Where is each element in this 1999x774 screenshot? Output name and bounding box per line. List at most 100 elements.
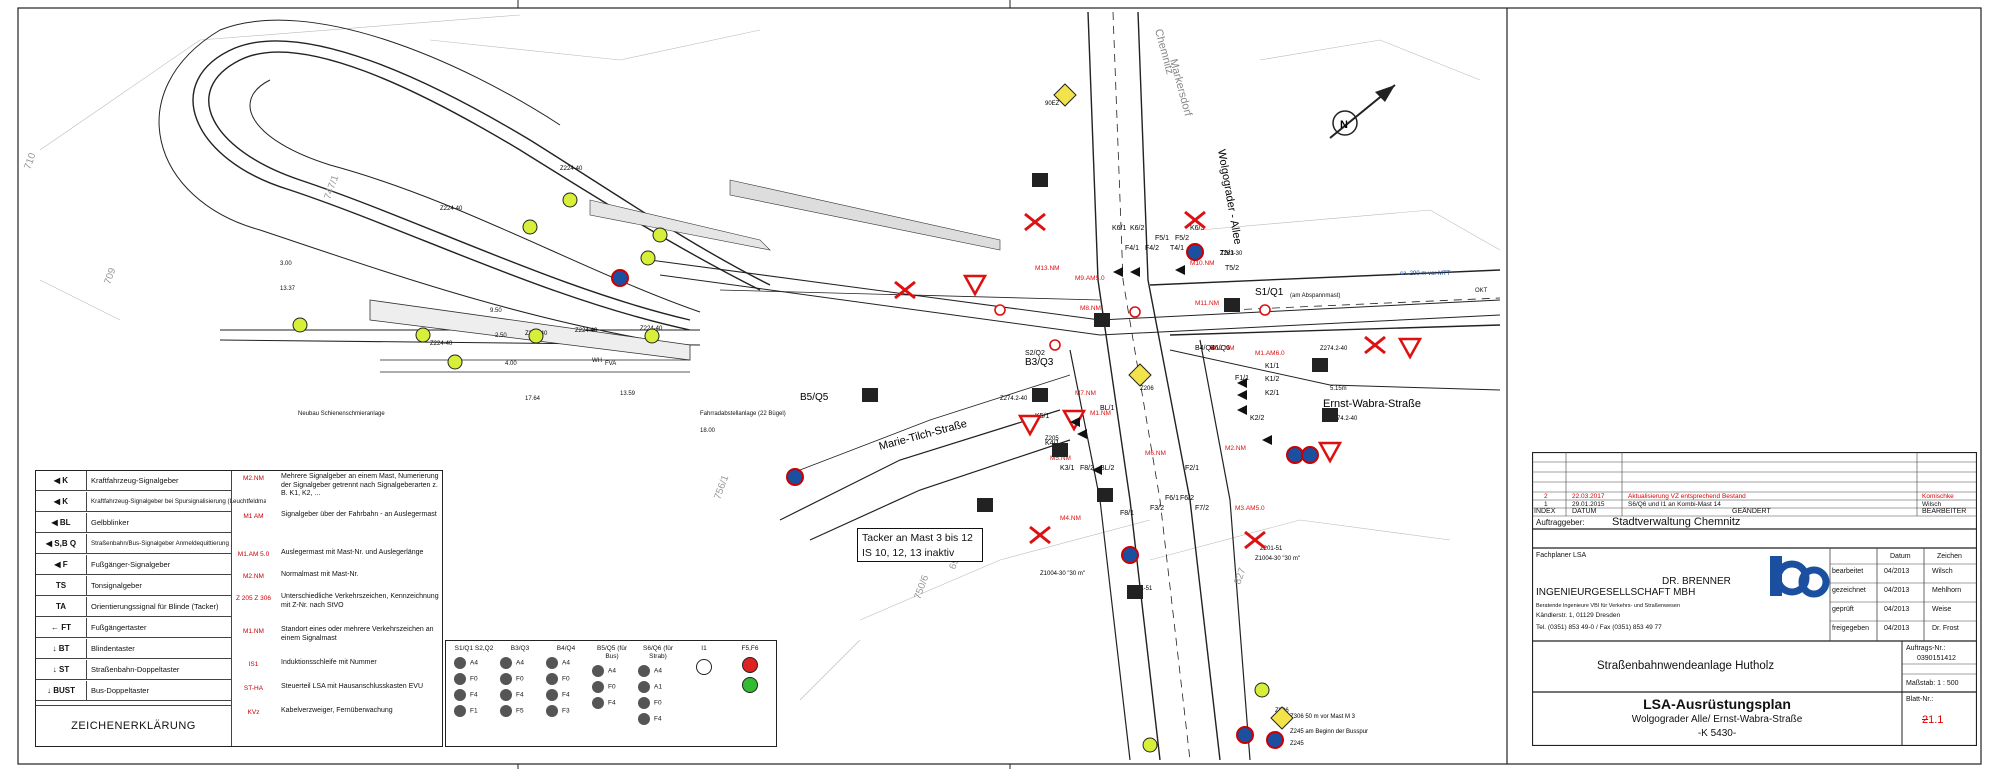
phase-code: A4 [500,657,540,669]
plan-annotation: ca. 290 m vor MTT [1400,271,1451,277]
background-parcels [39,14,1501,701]
street-label-markersdorf: Markersdorf [1167,58,1194,119]
plan-annotation: 17.64 [525,396,541,402]
railway-crossing-icon [1029,525,1051,545]
signal-head-icon [1312,358,1328,372]
railway-crossing-icon [894,280,916,300]
mast-icon [1049,339,1061,351]
plan-annotation: OKT [1475,288,1488,294]
signal-arrow-icon [1077,429,1087,439]
pedestrian-signal-icon [742,657,758,673]
drawing-title: LSA-Ausrüstungsplan [1643,696,1791,712]
phase-code: F4 [500,689,540,701]
phase-code: F1 [454,705,494,717]
signal-label: B4/Q4 [1195,345,1215,352]
plan-annotation: Neubau Schienenschmieranlage [298,411,385,417]
revision-author: Wilsch [1922,501,1942,508]
rev-header-index: INDEX [1534,508,1556,515]
signal-label: F6/2 [1180,495,1194,502]
signal-label: K5/1 [1035,413,1050,420]
rail-crossing [649,259,1501,336]
legend-mast-description: Standort eines oder mehrere Verkehrszeic… [281,626,434,642]
phase-code: A4 [638,665,678,677]
plan-annotation: 4.00 [505,361,517,367]
sig-header-datum: Datum [1890,553,1911,560]
revision-index: 2 [1544,493,1548,500]
phase-column-header: S6/Q6 (für Strab) [643,645,673,660]
signal-label: F1/1 [1235,375,1249,382]
signal-label: K6/1 [1112,225,1127,232]
no-parking-icon [1286,446,1304,464]
tram-sign-icon [1254,682,1270,698]
mast-label: M11.NM [1195,300,1219,307]
phase-column-header: B3/Q3 [510,645,530,652]
legend-symbol: ◀ K [36,492,87,511]
auftrag-label: Auftrags-Nr.: [1906,645,1946,652]
signal-arrow-icon [1237,390,1247,400]
priority-road-icon [1128,363,1152,387]
legend-mast-description: Signalgeber über der Fahrbahn - an Ausle… [281,511,437,518]
mast-label: M6.NM [1145,450,1166,457]
phase-code: A4 [454,657,494,669]
parcel-number: 750/6 [912,573,931,601]
legend-mast-description: Unterschiedliche Verkehrszeichen, Kennze… [281,593,439,609]
signal-label: F5/2 [1175,235,1189,242]
legend-description: Fußgänger-Signalgeber [91,560,171,569]
auftraggeber: Stadtverwaltung Chemnitz [1612,516,1741,528]
auftrag-number: 0390151412 [1917,655,1956,662]
sign-label: Z245 [1290,741,1304,747]
signal-label: K3/1 [1060,465,1075,472]
phase-column-header: I1 [701,645,707,652]
signature-name: Wilsch [1932,568,1953,575]
yield-sign-icon [1017,414,1043,437]
signal-label: BL/1 [1100,405,1115,412]
signature-name: Dr. Frost [1932,625,1959,632]
legend-description: Blindentaster [91,644,135,653]
signal-head-icon [1322,408,1338,422]
signal-label: S2/Q2 [1025,350,1045,357]
phase-code: F0 [546,673,586,685]
company-logo [1770,556,1830,598]
tram-sign-icon [522,219,538,235]
signal-label: F7/2 [1195,505,1209,512]
railway-crossing-icon [1024,212,1046,232]
parcel-number: 710 [22,151,38,171]
legend-symbol: TA [36,597,87,616]
signal-label: K6/2 [1130,225,1145,232]
legend-description: Orientierungssignal für Blinde (Tacker) [91,602,219,611]
legend-mast-symbol: KVz [247,709,260,716]
legend-mast-description: Normalmast mit Mast-Nr. [281,571,359,578]
signal-head-icon [1224,298,1240,312]
plan-annotation: FVA [605,361,616,367]
legend-mast-symbol: M1 AM [243,513,264,520]
legend-mast-symbol: ST-HA [243,685,264,692]
signal-label: S1/Q1 [1255,287,1284,298]
tram-sign-icon [562,192,578,208]
phase-code: A4 [592,665,632,677]
legend-description: Gelbblinker [91,518,129,527]
legend-mast-symbol: M1.NM [243,628,264,635]
company-name-1: DR. BRENNER [1662,576,1731,587]
sign-label: Z283-30 [1220,251,1243,257]
phase-column: F5,F6 [730,645,770,697]
phase-code: A1 [638,681,678,693]
no-parking-icon [611,269,629,287]
signal-label: K2/1 [1265,390,1280,397]
tram-sign-icon [292,317,308,333]
legend-symbol: ↓ BT [36,639,87,658]
signal-label: T5/2 [1225,265,1239,272]
signal-label: F3/2 [1150,505,1164,512]
revision-index: 1 [1544,501,1548,508]
plan-annotation: (am Abspannmast) [1290,293,1340,299]
signal-label: K2/2 [1250,415,1265,422]
mast-label: M1.NM [1090,410,1111,417]
yield-sign-icon [1317,441,1343,464]
phase-column-header: B4/Q4 [556,645,576,652]
mast-label: M1.AM6.0 [1255,350,1285,357]
signature-name: Weise [1932,606,1952,613]
